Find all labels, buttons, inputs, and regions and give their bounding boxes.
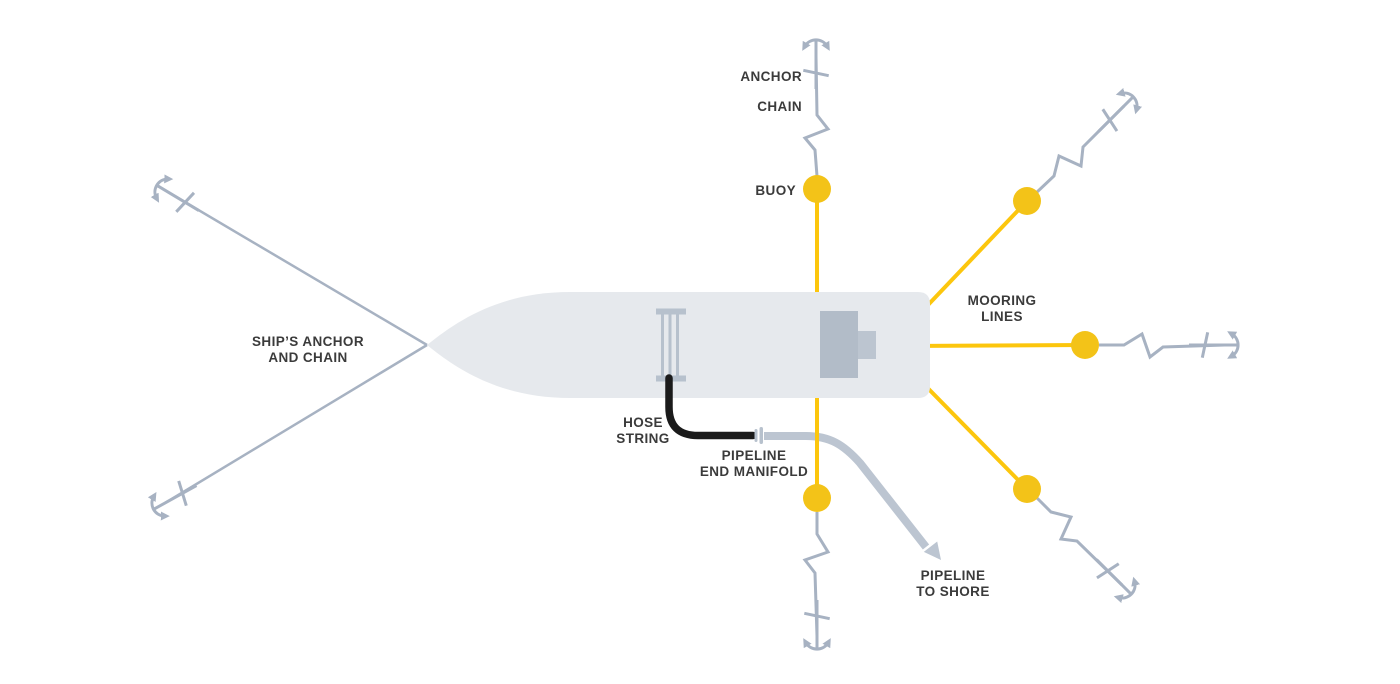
anchor-icon-bottom xyxy=(804,600,829,650)
ship-superstructure xyxy=(820,311,858,378)
label-anchor-chain-line1: ANCHOR xyxy=(740,69,802,84)
connector-bar xyxy=(759,427,763,444)
chain-line-top-right xyxy=(1034,104,1126,195)
buoy-group xyxy=(803,175,1099,512)
label-pipeline-to-shore-line2: TO SHORE xyxy=(916,584,989,599)
label-pipeline-end-manifold-line1: PIPELINE xyxy=(722,448,787,463)
connector-bar xyxy=(754,429,758,442)
buoy-bottom-right xyxy=(1013,475,1041,503)
pipeline-arrowhead xyxy=(923,541,941,560)
label-buoy: BUOY xyxy=(755,183,796,198)
mooring-line-right xyxy=(904,343,1086,348)
buoy-top xyxy=(803,175,831,203)
label-ships-anchor-line2: AND CHAIN xyxy=(268,350,347,365)
ships-anchor-icon-lower xyxy=(147,474,203,520)
pipeline-end-manifold-connector xyxy=(754,427,763,444)
buoy-right xyxy=(1071,331,1099,359)
ships-anchor-icon-upper xyxy=(149,174,205,222)
buoy-bottom xyxy=(803,484,831,512)
label-anchor-chain-line2: CHAIN xyxy=(757,99,802,114)
label-mooring-lines-line2: LINES xyxy=(981,309,1023,324)
label-group: ANCHOR CHAIN BUOY MOORING LINES SHIP’S A… xyxy=(252,69,1036,599)
chain-line-bottom xyxy=(802,512,831,637)
chain-line-top xyxy=(802,55,831,177)
buoy-top-right xyxy=(1013,187,1041,215)
label-mooring-lines-line1: MOORING xyxy=(968,293,1037,308)
ships-anchor-chain-upper xyxy=(167,190,428,347)
label-pipeline-end-manifold-line2: END MANIFOLD xyxy=(700,464,808,479)
chain-line-right xyxy=(1099,331,1226,360)
label-hose-string-line1: HOSE xyxy=(623,415,663,430)
label-ships-anchor-line1: SHIP’S ANCHOR xyxy=(252,334,364,349)
anchor-icon-top xyxy=(803,39,828,89)
chain-line-bottom-right xyxy=(1035,496,1124,587)
ship-superstructure-step xyxy=(858,331,876,359)
label-pipeline-to-shore-line1: PIPELINE xyxy=(921,568,986,583)
hose-string-path xyxy=(665,374,757,440)
pipeline-path xyxy=(764,432,930,550)
anchor-icon-right xyxy=(1189,332,1239,357)
ships-anchor-chain-lower xyxy=(164,343,428,505)
chain-group xyxy=(164,55,1226,637)
label-hose-string-line2: STRING xyxy=(616,431,669,446)
